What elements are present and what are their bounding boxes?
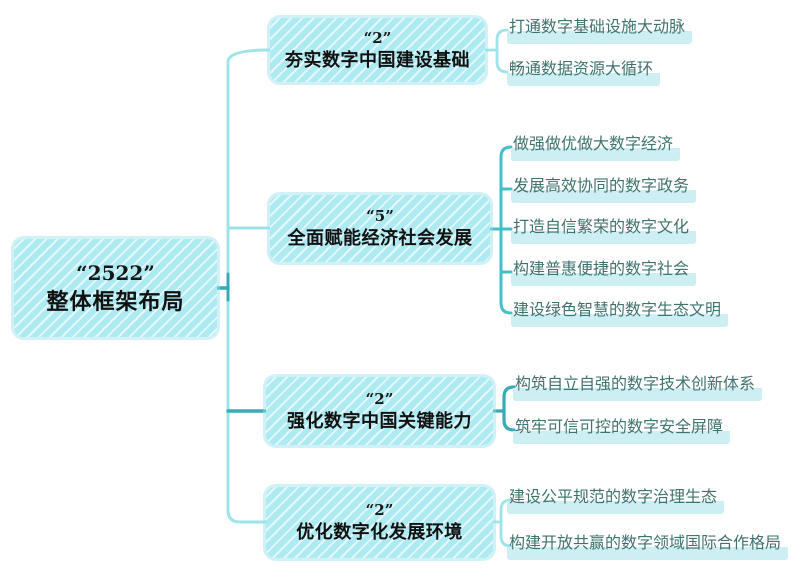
leaf-item: 打通数字基础设施大动脉 [507, 16, 693, 44]
branch-4-title: 优化数字化发展环境 [296, 522, 463, 542]
leaf-item: 筑牢可信可控的数字安全屏障 [513, 416, 731, 444]
leaf-item: 构建开放共赢的数字领域国际合作格局 [507, 532, 789, 560]
branch4-bracket [490, 498, 513, 548]
branch1-bracket [482, 28, 509, 74]
branch2-bracket [487, 145, 513, 315]
leaf-item: 畅通数据资源大循环 [507, 58, 661, 86]
branch-3-number: “2” [365, 389, 394, 408]
root-node: “2522” 整体框架布局 [14, 239, 217, 337]
branch3-bracket [490, 385, 516, 432]
trunk-line [226, 48, 271, 524]
branch-node-1: “2” 夯实数字中国建设基础 [270, 18, 485, 82]
leaf-item: 构建普惠便捷的数字社会 [511, 258, 697, 286]
branch-2-number: “5” [366, 207, 394, 225]
branch-3-title: 强化数字中国关键能力 [287, 410, 472, 431]
root-title: 整体框架布局 [46, 288, 185, 314]
branch-2-title: 全面赋能经济社会发展 [287, 228, 473, 248]
branch-node-3: “2” 强化数字中国关键能力 [266, 377, 493, 445]
branch-node-2: “5” 全面赋能经济社会发展 [270, 195, 490, 262]
branch-1-number: “2” [363, 28, 392, 47]
branch-4-number: “2” [365, 501, 394, 519]
branch-node-4: “2” 优化数字化发展环境 [266, 487, 493, 558]
root-number: “2522” [76, 260, 155, 285]
leaf-item: 做强做优做大数字经济 [511, 133, 681, 161]
leaf-item: 建设公平规范的数字治理生态 [507, 486, 725, 514]
leaf-item: 建设绿色智慧的数字生态文明 [511, 299, 729, 327]
leaf-item: 打造自信繁荣的数字文化 [511, 216, 697, 244]
leaf-item: 构筑自立自强的数字技术创新体系 [513, 373, 763, 401]
branch-1-title: 夯实数字中国建设基础 [285, 49, 470, 70]
leaf-item: 发展高效协同的数字政务 [511, 175, 697, 203]
